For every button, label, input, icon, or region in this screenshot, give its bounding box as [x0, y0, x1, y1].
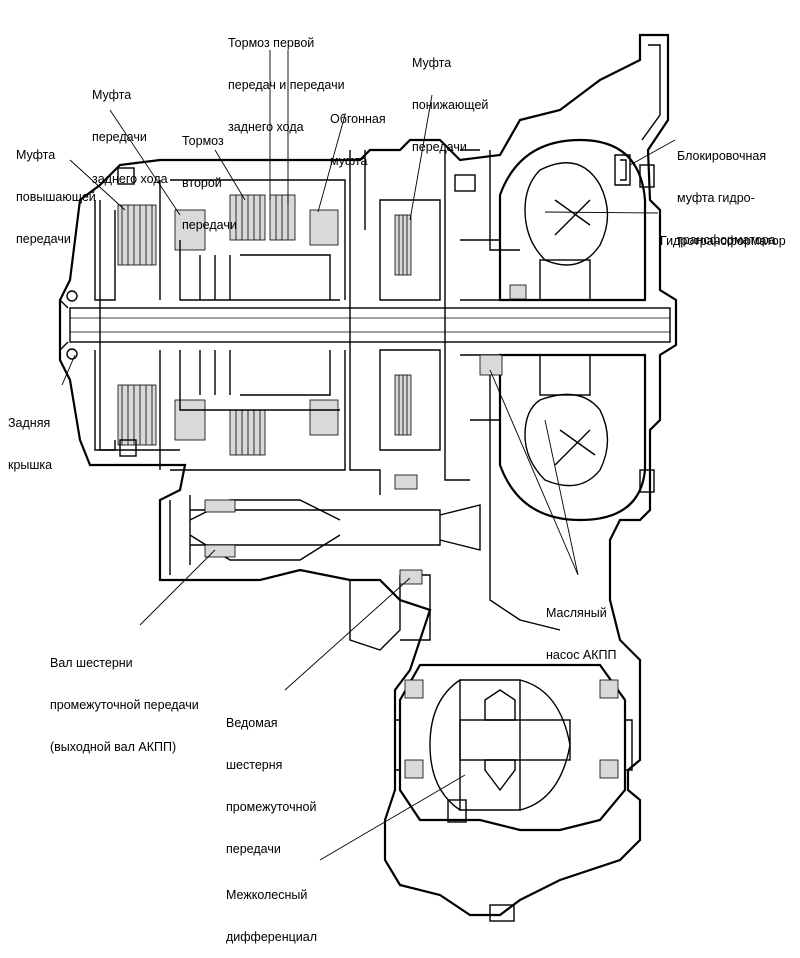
label-differential-line-1: Межколесный [226, 888, 308, 902]
label-downshift-clutch-line-3: передачи [412, 140, 467, 154]
label-driven-gear-line-4: передачи [226, 842, 281, 856]
label-upshift-clutch-line-2: повышающей [16, 190, 96, 204]
label-differential-line-2: дифференциал [226, 930, 317, 944]
label-downshift-clutch-line-1: Муфта [412, 56, 452, 70]
label-driven-gear-line-3: промежуточной [226, 800, 317, 814]
differential [395, 663, 633, 922]
label-overrunning-clutch-line-2: муфта [330, 154, 368, 168]
label-oil-pump-line-1: Масляный [546, 606, 607, 620]
label-rear-cover-line-1: Задняя [8, 416, 51, 430]
label-lockup-clutch: Блокировочная муфта гидро- трансформатор… [677, 121, 776, 261]
label-upshift-clutch: Муфта повышающей передачи [16, 120, 96, 260]
label-reverse-brake-line-2: передач и передачи [228, 78, 345, 92]
label-lockup-clutch-line-1: Блокировочная [677, 149, 767, 163]
label-reverse-brake-line-3: заднего хода [228, 120, 304, 134]
label-rear-cover: Задняя крышка [8, 388, 52, 486]
label-output-shaft-line-1: Вал шестерни [50, 656, 133, 670]
clutch-packs-lower [94, 349, 441, 471]
label-reverse-clutch-line-2: передачи [92, 130, 147, 144]
label-output-shaft-line-2: промежуточной передачи [50, 698, 199, 712]
label-oil-pump-line-2: насос АКПП [546, 648, 617, 662]
leader-lines [61, 50, 676, 861]
label-lockup-clutch-line-2: муфта гидро- [677, 191, 755, 205]
label-upshift-clutch-line-3: передачи [16, 232, 71, 246]
label-output-shaft-line-3: (выходной вал АКПП) [50, 740, 177, 754]
label-downshift-clutch-line-2: понижающей [412, 98, 489, 112]
label-reverse-brake-line-1: Тормоз первой [228, 36, 315, 50]
torque-converter [498, 138, 647, 522]
oil-pump [460, 239, 527, 421]
label-second-brake-line-1: Тормоз [182, 134, 224, 148]
bolts [117, 164, 655, 493]
label-torque-converter-line-1: Гидротрансформатор [660, 234, 786, 248]
label-driven-gear-line-1: Ведомая [226, 716, 278, 730]
label-torque-converter: Гидротрансформатор [660, 206, 786, 262]
label-second-brake-line-3: передачи [182, 218, 237, 232]
label-oil-pump: Масляный насос АКПП [546, 578, 617, 676]
label-overrunning-clutch-line-1: Обгонная [330, 112, 386, 126]
transmission-cross-section-diagram [58, 33, 678, 922]
main-shaft [59, 290, 671, 360]
label-lockup-clutch-line-3: трансформатора [677, 233, 776, 247]
label-second-brake-line-2: второй [182, 176, 222, 190]
label-reverse-clutch-line-3: заднего хода [92, 172, 168, 186]
label-downshift-clutch: Муфта понижающей передачи [412, 28, 488, 168]
intermediate-driven-gear [349, 474, 431, 651]
label-reverse-clutch: Муфта передачи заднего хода [92, 60, 168, 200]
output-shaft [189, 499, 481, 561]
label-reverse-brake: Тормоз первой передач и передачи заднего… [228, 8, 345, 148]
label-upshift-clutch-line-1: Муфта [16, 148, 56, 162]
label-driven-gear: Ведомая шестерня промежуточной передачи [226, 688, 316, 870]
label-output-shaft: Вал шестерни промежуточной передачи (вых… [50, 628, 199, 768]
label-second-brake: Тормоз второй передачи [182, 106, 237, 246]
label-reverse-clutch-line-1: Муфта [92, 88, 132, 102]
label-rear-cover-line-2: крышка [8, 458, 53, 472]
label-driven-gear-line-2: шестерня [226, 758, 283, 772]
label-overrunning-clutch: Обгонная муфта [330, 84, 386, 182]
label-differential: Межколесный дифференциал [226, 860, 317, 958]
clutch-packs-upper [94, 179, 441, 301]
